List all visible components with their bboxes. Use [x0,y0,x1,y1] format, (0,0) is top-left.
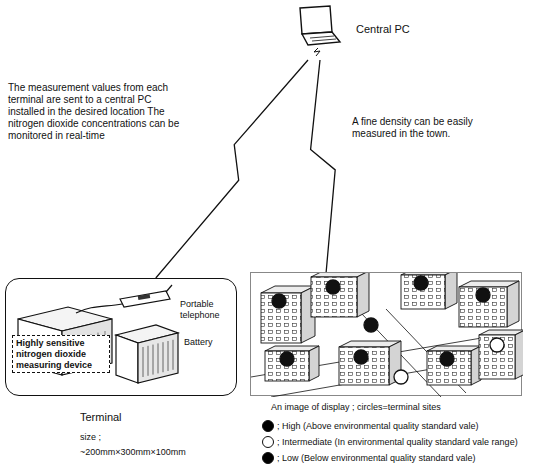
building-front [311,277,357,317]
legend-text: ; Intermediate (In environmental quality… [277,437,518,448]
laptop-keys [310,36,334,38]
legend-swatch [262,436,274,448]
laptop-icon [290,4,342,56]
terminal-site [476,288,490,302]
pc-node: Central PC [290,4,410,56]
legend-text: ; Low (Below environmental quality stand… [277,453,476,464]
signal-mark [314,48,320,56]
legend-swatch [262,420,274,432]
terminal-site [394,370,408,384]
note-text: A fine density can be easily measured in… [352,116,502,140]
note-text: size ; [80,432,101,443]
phone-display [138,294,151,300]
legend-swatch [262,452,274,464]
terminal-site [280,352,294,366]
battery-front [116,335,138,383]
terminal-site [354,350,368,364]
node-title: Central PC [356,23,410,36]
battery-side [138,333,178,383]
city-illustration [251,273,523,397]
laptop-base [302,32,340,45]
building-side [445,273,457,309]
battery-fin [168,341,169,371]
display-image: An image of display ; circles=terminal s… [250,272,522,396]
building-front [261,293,301,343]
battery-fin [173,340,174,370]
terminal-site [272,294,286,308]
radio-link [156,60,308,278]
battery-fin [143,347,144,377]
legend-row: ; Intermediate (In environmental quality… [262,436,518,448]
portable-telephone [120,291,170,307]
part-label: Battery [184,337,213,348]
building-front [459,287,507,327]
terminal-site [326,280,340,294]
terminal-site [440,352,454,366]
legend-text: ; High (Above environmental quality stan… [277,421,479,432]
spacer [156,315,157,319]
device-label-box: Highly sensitive nitrogen dioxide measur… [12,335,110,373]
building-front [265,351,309,381]
battery-fin [158,343,159,373]
laptop-keys [312,39,336,41]
phone-antenna [166,285,172,292]
building-front [479,335,515,379]
terminal-box: Portable telephoneBattery Highly sensitiv… [5,278,237,396]
legend-row: ; Low (Below environmental quality stand… [262,452,476,464]
building-front [339,347,389,385]
terminal-site [414,276,428,290]
note-text: ~200mm×300mm×100mm [80,447,186,458]
battery-fin [148,346,149,376]
battery-fin [153,345,154,375]
legend-row: ; High (Above environmental quality stan… [262,420,479,432]
laptop-screen [300,6,332,34]
building-side [507,281,519,327]
building-side [515,330,523,379]
note-text: The measurement values from each termina… [8,82,183,142]
terminal-site [490,338,504,352]
radio-link [311,60,336,272]
building-side [309,346,319,381]
terminal-site [364,318,378,332]
phone-cable [76,304,122,313]
part-label: Portable telephone [180,299,232,321]
battery-fin [163,342,164,372]
device-label: Highly sensitive nitrogen dioxide measur… [16,338,106,370]
note-text: Terminal [80,411,122,424]
building-side [357,273,369,317]
display-caption: An image of display ; circles=terminal s… [271,402,441,413]
building-front [401,275,445,309]
building-front [427,351,471,385]
